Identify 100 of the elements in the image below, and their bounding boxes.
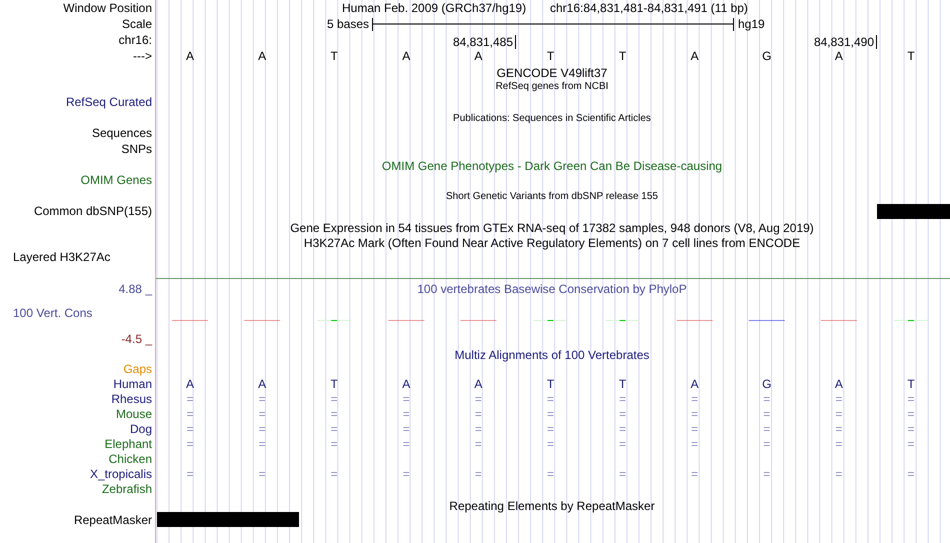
track-label: Window Position: [63, 1, 152, 15]
alignment-match-mark: =: [691, 437, 698, 451]
base-letter: A: [834, 49, 843, 63]
base-letter: A: [690, 377, 699, 391]
alignment-match-mark: =: [908, 467, 914, 481]
track-label: chr16:: [118, 33, 152, 47]
species-label: Elephant: [104, 437, 152, 451]
base-letter: A: [402, 49, 410, 63]
track-title: Publications: Sequences in Scientific Articles: [453, 113, 651, 125]
base-letter: T: [907, 49, 915, 63]
base-letter: T: [330, 49, 338, 63]
assembly-label: Human Feb. 2009 (GRCh37/hg19): [342, 1, 526, 15]
alignment-match-mark: =: [474, 467, 482, 481]
track-label: Common dbSNP(155): [34, 204, 152, 218]
strand-label: --->: [133, 49, 152, 63]
track-title: Repeating Elements by RepeatMasker: [449, 499, 655, 513]
alignment-match-mark: =: [186, 407, 194, 421]
alignment-match-mark: =: [835, 407, 842, 421]
alignment-match-mark: =: [763, 467, 770, 481]
base-letter: T: [618, 49, 626, 63]
repeat-element-bar: [157, 512, 299, 527]
track-label: RefSeq Curated: [66, 95, 152, 109]
alignment-match-mark: =: [258, 392, 266, 406]
alignment-match-mark: =: [547, 467, 554, 481]
alignment-match-mark: =: [258, 467, 266, 481]
track-label: RepeatMasker: [74, 513, 152, 527]
alignment-match-mark: =: [619, 467, 626, 481]
alignment-match-mark: =: [835, 437, 842, 451]
base-letter: A: [186, 377, 194, 391]
alignment-match-mark: =: [474, 422, 482, 436]
species-label: X_tropicalis: [90, 467, 152, 481]
variant-bar: [877, 204, 950, 219]
species-label: Dog: [130, 422, 152, 436]
alignment-match-mark: =: [186, 437, 194, 451]
alignment-match-mark: =: [258, 422, 266, 436]
alignment-match-mark: =: [763, 422, 770, 436]
track-label: SNPs: [121, 142, 152, 156]
alignment-match-mark: =: [186, 422, 194, 436]
track-title: Short Genetic Variants from dbSNP release 155: [446, 191, 658, 203]
alignment-match-mark: =: [474, 437, 482, 451]
alignment-match-mark: =: [330, 437, 338, 451]
scale-label: 5 bases: [326, 17, 369, 31]
alignment-match-mark: =: [474, 392, 482, 406]
base-letter: G: [762, 49, 772, 63]
alignment-match-mark: =: [547, 437, 554, 451]
alignment-match-mark: =: [908, 407, 914, 421]
alignment-match-mark: =: [258, 407, 266, 421]
alignment-match-mark: =: [763, 392, 770, 406]
track-label: Sequences: [92, 126, 152, 140]
track-label: Gaps: [123, 362, 152, 376]
alignment-match-mark: =: [691, 407, 698, 421]
alignment-match-mark: =: [619, 437, 626, 451]
base-letter: T: [907, 377, 915, 391]
alignment-match-mark: =: [474, 407, 482, 421]
track-title: H3K27Ac Mark (Often Found Near Active Regulatory Elements) on 7 cell lines from ENCODE: [304, 236, 800, 250]
alignment-match-mark: =: [547, 407, 554, 421]
base-letter: T: [330, 377, 338, 391]
track-title: Multiz Alignments of 100 Vertebrates: [454, 348, 650, 362]
alignment-match-mark: =: [330, 422, 338, 436]
alignment-match-mark: =: [402, 422, 410, 436]
alignment-match-mark: =: [835, 392, 842, 406]
axis-label: -4.5 _: [121, 332, 152, 346]
species-label: Mouse: [116, 407, 152, 421]
alignment-match-mark: =: [908, 437, 914, 451]
alignment-match-mark: =: [691, 467, 698, 481]
alignment-match-mark: =: [908, 422, 914, 436]
alignment-match-mark: =: [835, 422, 842, 436]
base-letter: T: [546, 49, 554, 63]
base-letter: A: [474, 49, 482, 63]
species-label: Zebrafish: [102, 482, 152, 496]
track-title: GENCODE V49lift37: [496, 66, 608, 80]
alignment-match-mark: =: [763, 437, 770, 451]
alignment-match-mark: =: [402, 407, 410, 421]
base-letter: A: [834, 377, 843, 391]
alignment-match-mark: =: [258, 437, 266, 451]
alignment-match-mark: =: [547, 392, 554, 406]
base-letter: A: [690, 49, 699, 63]
base-letter: A: [258, 49, 266, 63]
base-letter: T: [618, 377, 626, 391]
alignment-match-mark: =: [402, 467, 410, 481]
alignment-match-mark: =: [619, 392, 626, 406]
alignment-match-mark: =: [186, 467, 194, 481]
alignment-match-mark: =: [330, 467, 338, 481]
track-title: RefSeq genes from NCBI: [496, 81, 608, 93]
track-label: OMIM Genes: [80, 173, 152, 187]
species-label: Human: [113, 377, 152, 391]
track-title: OMIM Gene Phenotypes - Dark Green Can Be Disease-causing: [382, 159, 722, 173]
species-label: Rhesus: [111, 392, 152, 406]
track-title: Gene Expression in 54 tissues from GTEx RNA-seq of 17382 samples, 948 donors (V8, Aug 2019): [290, 221, 814, 235]
position-label: 84,831,485: [452, 35, 513, 49]
track-label: 100 Vert. Cons: [13, 306, 92, 320]
alignment-match-mark: =: [619, 422, 626, 436]
alignment-match-mark: =: [330, 407, 338, 421]
base-letter: A: [186, 49, 194, 63]
alignment-match-mark: =: [402, 392, 410, 406]
position-range: chr16:84,831,481-84,831,491 (11 bp): [550, 1, 748, 15]
alignment-match-mark: =: [330, 392, 338, 406]
species-label: Chicken: [108, 452, 152, 466]
alignment-match-mark: =: [402, 437, 410, 451]
alignment-match-mark: =: [835, 467, 842, 481]
